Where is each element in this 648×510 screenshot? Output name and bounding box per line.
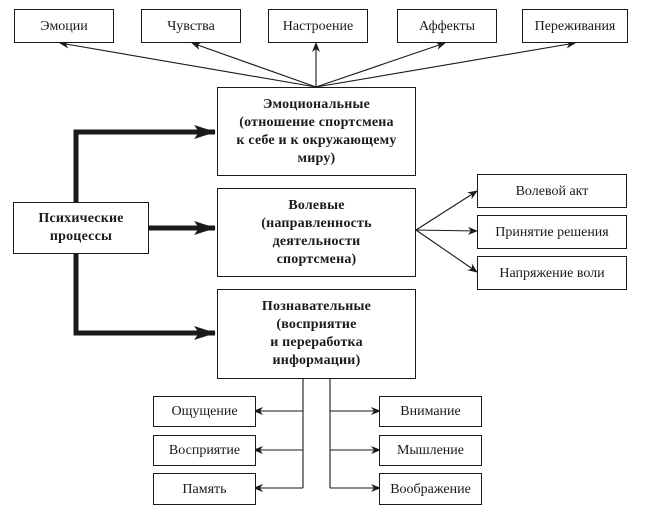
node-label-line: процессы (49, 229, 113, 244)
node-experiences: Переживания (522, 9, 628, 43)
node-cognitive: Познавательные (восприятие и переработка… (217, 289, 416, 379)
node-label-line: спортсмена) (276, 251, 357, 267)
node-label: Память (182, 481, 227, 497)
edge-root-cognitive (73, 253, 216, 340)
node-label-line: и переработка (270, 335, 363, 350)
node-label: Волевой акт (515, 183, 589, 199)
node-label: Восприятие (168, 443, 241, 458)
node-label: Аффекты (419, 18, 475, 34)
node-imagination: Воображение (379, 473, 482, 505)
node-label: Переживания (534, 18, 616, 34)
node-label: Настроение (282, 18, 354, 34)
node-label: Мышление (396, 443, 465, 458)
node-decision-making: Принятие решения (477, 215, 627, 249)
edge-emotional-experiences (315, 40, 576, 88)
node-sensation: Ощущение (153, 396, 256, 427)
node-feelings: Чувства (141, 9, 241, 43)
node-label-line: Эмоциональные (262, 96, 371, 112)
node-label-line: информации) (272, 353, 361, 368)
node-label: Напряжение воли (499, 265, 605, 281)
node-label: Внимание (400, 404, 461, 419)
node-volitional-act: Волевой акт (477, 174, 627, 208)
node-label-line: Познавательные (261, 299, 372, 314)
edge-emotional-feelings (191, 42, 317, 88)
node-mood: Настроение (268, 9, 368, 43)
edge-volitional-decision (415, 226, 478, 235)
node-attention: Внимание (379, 396, 482, 427)
node-label: Ощущение (171, 404, 238, 419)
node-root: Психические процессы (13, 202, 149, 254)
node-label-line: (направленность (261, 215, 372, 231)
node-label: Принятие решения (495, 224, 609, 240)
node-label-line: миру) (297, 150, 336, 166)
node-label: Эмоции (40, 18, 88, 34)
node-perception: Восприятие (153, 435, 256, 466)
edge-volitional-tension (415, 229, 478, 273)
node-label-line: (восприятие (276, 317, 357, 332)
cognitive-connectors (253, 378, 381, 492)
node-thinking: Мышление (379, 435, 482, 466)
edge-emotional-emotions (59, 40, 317, 88)
node-label-line: Психические (38, 211, 124, 226)
node-label-line: к себе и к окружающему (236, 132, 397, 148)
emotional-connectors (59, 40, 576, 88)
node-willpower-tension: Напряжение воли (477, 256, 627, 290)
node-label: Чувства (167, 18, 215, 34)
node-label-line: Волевые (288, 197, 345, 213)
volitional-connectors (415, 190, 478, 273)
node-label-line: (отношение спортсмена (239, 114, 394, 130)
node-emotions: Эмоции (14, 9, 114, 43)
edge-emotional-affects (315, 42, 446, 88)
node-affects: Аффекты (397, 9, 497, 43)
node-label-line: деятельности (272, 233, 361, 249)
node-memory: Память (153, 473, 256, 505)
root-connectors (73, 125, 216, 340)
node-volitional: Волевые (направленность деятельности спо… (217, 188, 416, 277)
node-emotional: Эмоциональные (отношение спортсмена к се… (217, 87, 416, 176)
edge-volitional-act (415, 190, 478, 231)
node-label: Воображение (390, 481, 471, 497)
edge-root-emotional (73, 125, 216, 202)
